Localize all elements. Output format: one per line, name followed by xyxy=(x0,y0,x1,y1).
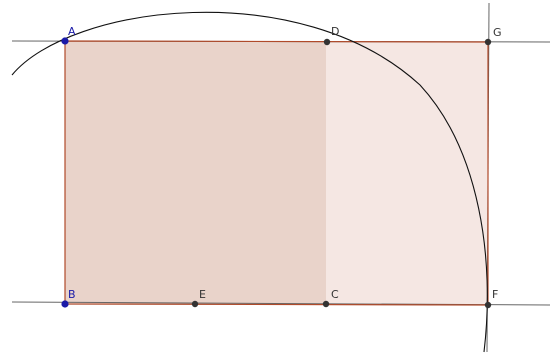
point-c[interactable]: C xyxy=(322,288,339,308)
point-c-label: C xyxy=(331,288,339,301)
point-b-label: B xyxy=(68,288,76,301)
point-b[interactable]: B xyxy=(61,288,76,308)
point-d[interactable]: D xyxy=(323,25,340,46)
point-d-label: D xyxy=(331,25,339,38)
point-g-label: G xyxy=(493,26,502,39)
point-f[interactable]: F xyxy=(484,288,499,309)
point-e-label: E xyxy=(199,288,206,301)
point-a-label: A xyxy=(68,25,76,38)
point-f-label: F xyxy=(492,288,498,301)
square-abcd xyxy=(65,41,326,304)
point-g[interactable]: G xyxy=(484,26,502,46)
point-e[interactable]: E xyxy=(191,288,206,308)
point-a[interactable]: A xyxy=(61,25,76,45)
circle-arc-center-e[interactable] xyxy=(11,11,488,353)
extension-rectangle xyxy=(326,41,488,304)
